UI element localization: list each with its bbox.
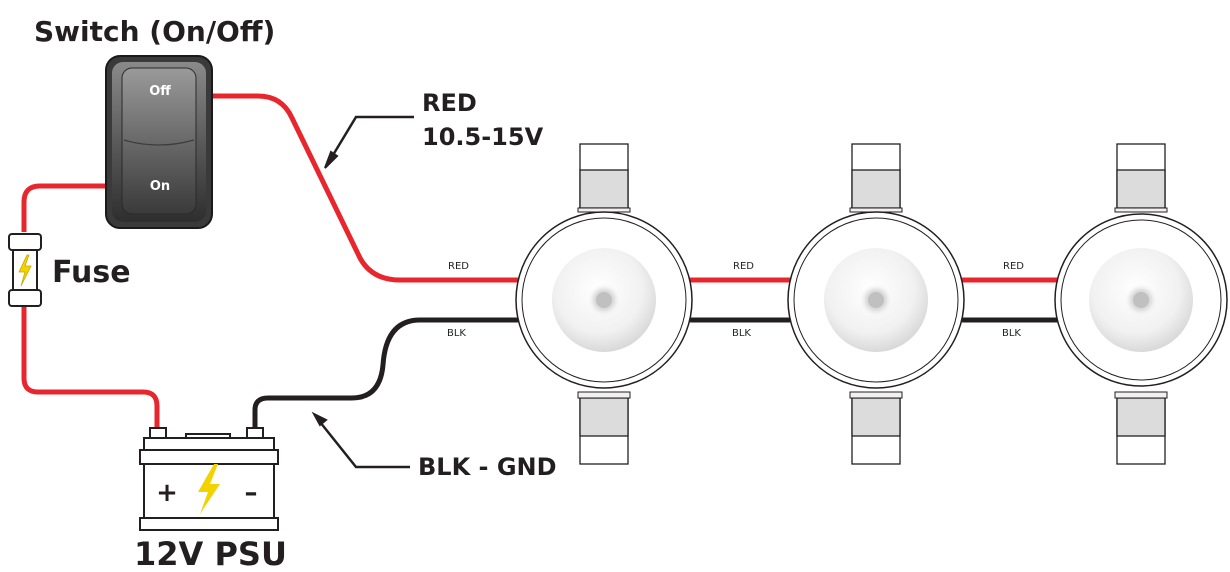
- light-fixture-3: [1054, 143, 1228, 465]
- psu-label: 12V PSU: [134, 535, 287, 572]
- rocker-switch[interactable]: Off On: [105, 55, 213, 229]
- switch-off-label: Off: [149, 84, 171, 99]
- switch-title: Switch (On/Off): [34, 15, 275, 48]
- lightning-bolt-icon: [18, 254, 32, 287]
- wire-label-blk-3: BLK: [1002, 328, 1021, 339]
- light-to-light-wires: [690, 277, 1060, 323]
- psu-plus: +: [156, 478, 178, 508]
- wire-label-blk-2: BLK: [732, 328, 751, 339]
- red-voltage-label: 10.5-15V: [422, 123, 544, 151]
- wire-label-blk-1: BLK: [447, 328, 466, 339]
- fuse-label: Fuse: [52, 255, 131, 290]
- wire-label-red-3: RED: [1003, 261, 1024, 272]
- red-annotation: [324, 115, 414, 169]
- light-fixture-1: [515, 143, 693, 465]
- battery-psu: + –: [139, 427, 279, 531]
- red-wire-fuse-to-switch: [21, 183, 106, 232]
- red-wire-switch-to-light: [212, 93, 518, 283]
- red-wire-battery-to-fuse: [21, 306, 160, 432]
- light-fixture-2: [787, 143, 965, 465]
- switch-on-label: On: [150, 179, 170, 194]
- blk-gnd-label: BLK - GND: [418, 453, 557, 481]
- wire-label-red-2: RED: [733, 261, 754, 272]
- psu-minus: –: [245, 478, 258, 508]
- fuse: [8, 233, 42, 307]
- wire-label-red-1: RED: [448, 261, 469, 272]
- red-wire-label: RED: [422, 89, 477, 117]
- lightning-bolt-icon: [198, 464, 220, 514]
- black-wire-ground: [252, 317, 518, 432]
- blk-annotation: [311, 411, 410, 469]
